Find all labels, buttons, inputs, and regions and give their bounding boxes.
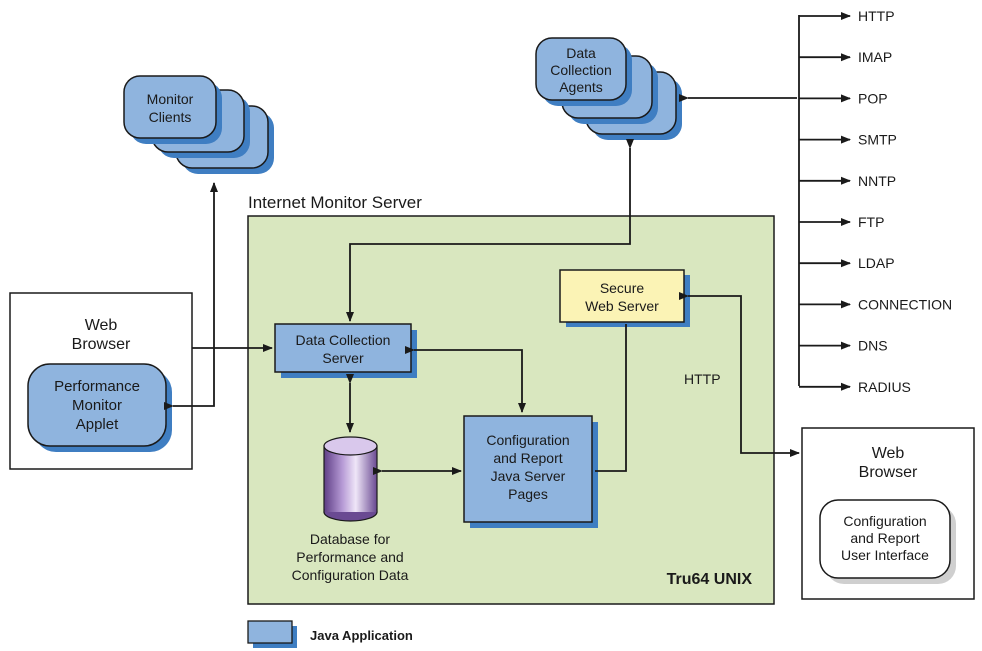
database-cylinder bbox=[323, 436, 378, 522]
monitor-clients-stack: Monitor Clients bbox=[123, 75, 274, 174]
data-collection-server: Data Collection Server bbox=[274, 323, 417, 378]
jsp-label-1: Configuration bbox=[486, 432, 569, 448]
data-collection-agents-stack: Data Collection Agents bbox=[535, 37, 682, 140]
sws-jsp-link bbox=[595, 324, 627, 472]
database-label-3: Configuration Data bbox=[292, 567, 409, 583]
protocol-label: LDAP bbox=[858, 255, 895, 271]
monitor-clients-label-2: Clients bbox=[149, 109, 192, 125]
sws-label-2: Web Server bbox=[585, 298, 659, 314]
legend: Java Application bbox=[247, 620, 413, 648]
left-web-browser: Web Browser Performance Monitor Applet bbox=[9, 292, 193, 470]
legend-swatch bbox=[247, 620, 293, 644]
ui-label-3: User Interface bbox=[841, 547, 929, 563]
secure-web-server: Secure Web Server bbox=[559, 269, 690, 327]
protocol-label: HTTP bbox=[858, 8, 895, 24]
dcs-jsp-link bbox=[405, 346, 526, 413]
connectors bbox=[164, 139, 800, 475]
protocol-label: DNS bbox=[858, 338, 888, 354]
jsp-label-4: Pages bbox=[508, 486, 548, 502]
applet-label-1: Performance bbox=[54, 378, 140, 395]
jsp-label-2: and Report bbox=[493, 450, 562, 466]
applet-label-2: Monitor bbox=[72, 397, 122, 414]
protocol-label: IMAP bbox=[858, 49, 892, 65]
config-report-ui bbox=[819, 499, 951, 579]
http-label: HTTP bbox=[684, 371, 721, 387]
dcs-label-2: Server bbox=[322, 350, 364, 366]
protocol-bus: HTTP IMAP POP SMTP NNTP FTP LDAP CONNECTION DNS R… bbox=[798, 8, 952, 395]
applet-label-3: Applet bbox=[76, 416, 119, 433]
agents-label-3: Agents bbox=[559, 79, 603, 95]
jsp-label-3: Java Server bbox=[491, 468, 566, 484]
right-web-browser: Web Browser Configuration and Report Use… bbox=[801, 427, 975, 600]
left-browser-title-2: Browser bbox=[72, 336, 131, 353]
sws-browser-link bbox=[679, 292, 800, 457]
legend-label: Java Application bbox=[310, 628, 413, 643]
right-browser-title-1: Web bbox=[872, 445, 905, 462]
protocol-label: NNTP bbox=[858, 173, 896, 189]
left-browser-title-1: Web bbox=[85, 317, 118, 334]
agents-label-1: Data bbox=[566, 45, 596, 61]
protocol-label: CONNECTION bbox=[858, 296, 952, 312]
database-label-2: Performance and bbox=[296, 549, 403, 565]
right-browser-title-2: Browser bbox=[859, 464, 918, 481]
java-server-pages: Configuration and Report Java Server Pag… bbox=[463, 415, 598, 528]
agents-label-2: Collection bbox=[550, 62, 611, 78]
protocol-label: POP bbox=[858, 90, 888, 106]
os-label: Tru64 UNIX bbox=[667, 571, 753, 588]
protocol-label: SMTP bbox=[858, 132, 897, 148]
server-title: Internet Monitor Server bbox=[248, 193, 422, 212]
applet-clients-link bbox=[164, 182, 218, 410]
sws-label-1: Secure bbox=[600, 280, 645, 296]
database-label-1: Database for bbox=[310, 531, 390, 547]
dcs-label-1: Data Collection bbox=[296, 332, 391, 348]
ui-label-1: Configuration bbox=[843, 513, 926, 529]
monitor-clients-label-1: Monitor bbox=[147, 91, 194, 107]
protocol-label: FTP bbox=[858, 214, 884, 230]
protocol-label: RADIUS bbox=[858, 379, 911, 395]
ui-label-2: and Report bbox=[850, 530, 919, 546]
agents-dcs-link bbox=[346, 139, 634, 322]
